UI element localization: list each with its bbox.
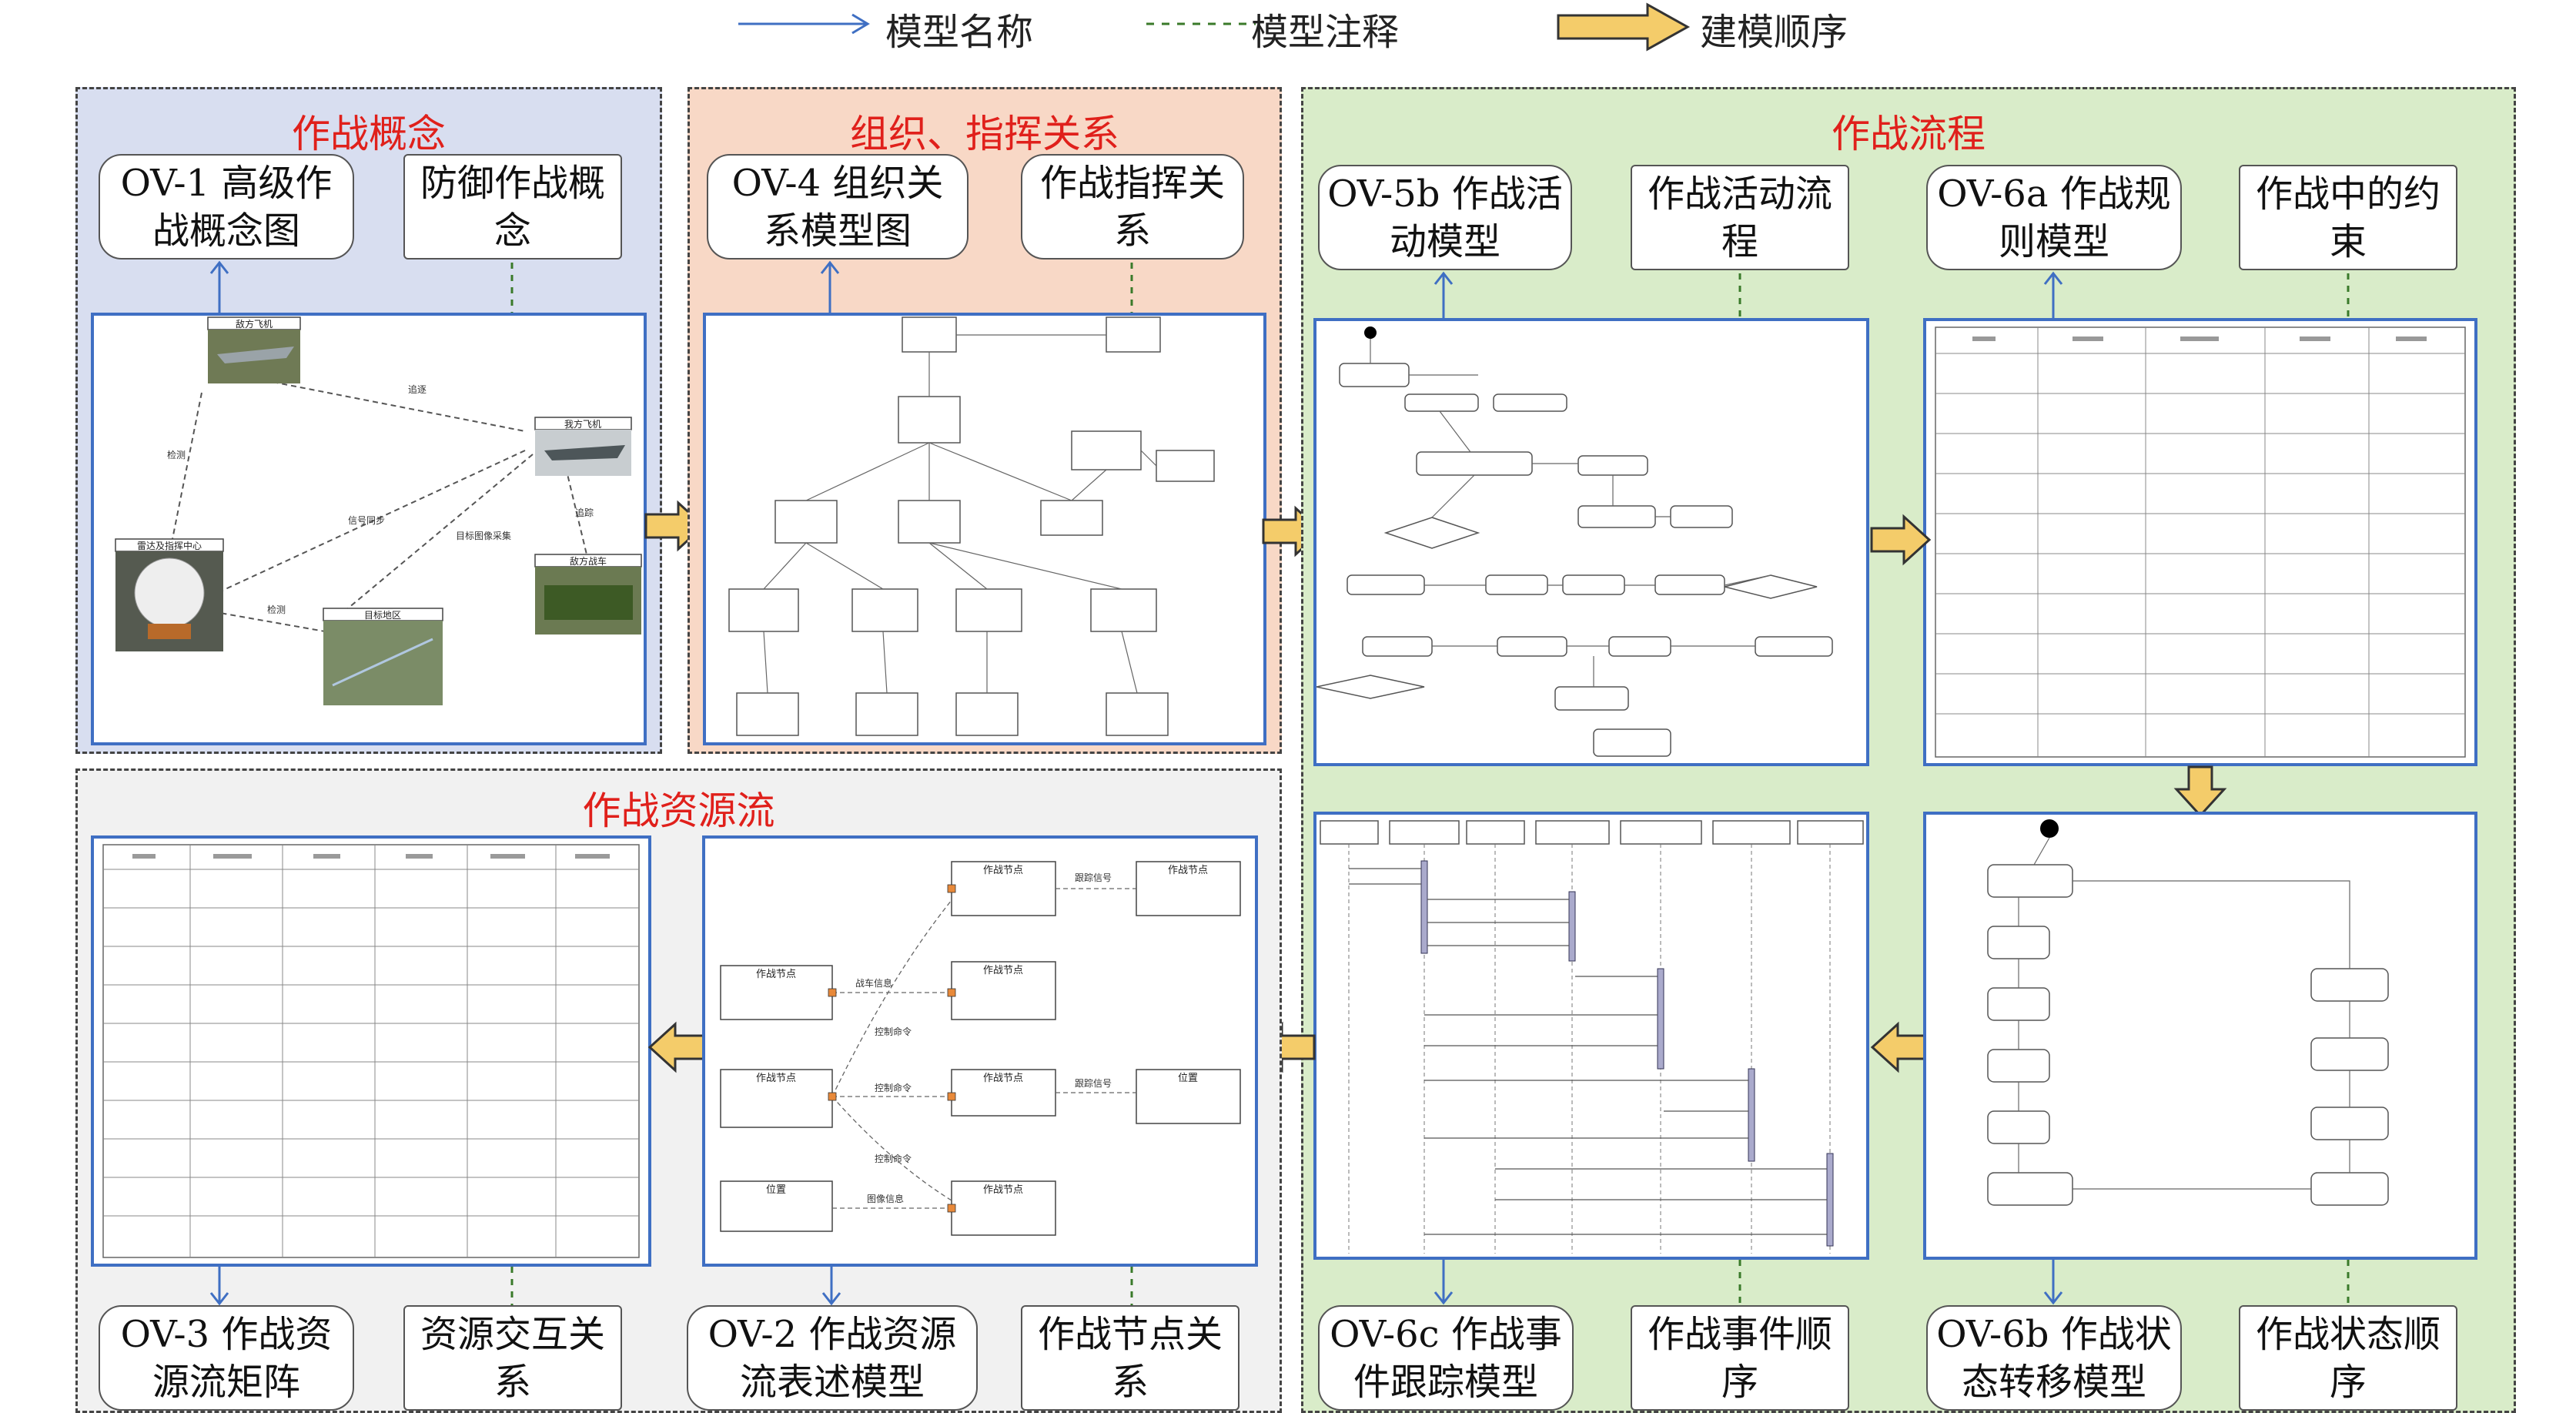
label-command-relation: 作战指挥关系 xyxy=(1021,154,1244,259)
ov6b-state-diagram xyxy=(1923,812,2477,1260)
label-ov2: OV-2 作战资源流表述模型 xyxy=(687,1305,978,1411)
label-event-sequence: 作战事件顺序 xyxy=(1631,1305,1849,1411)
connector-ov6c xyxy=(1434,1260,1454,1305)
group-title: 作战概念 xyxy=(292,112,446,156)
ov2-edge-cmd: 控制命令 xyxy=(875,1153,912,1164)
note-resource-interaction xyxy=(510,1267,514,1305)
group-title: 作战流程 xyxy=(1832,112,1986,156)
label-ov6a: OV-6a 作战规则模型 xyxy=(1926,165,2182,270)
ov2-position-label: 位置 xyxy=(1178,1073,1198,1084)
label-ov3: OV-3 作战资源流矩阵 xyxy=(99,1305,354,1411)
label-constraints: 作战中的约束 xyxy=(2239,165,2457,270)
ov6c-sequence-diagram xyxy=(1313,812,1869,1260)
ov2-node-label: 作战节点 xyxy=(756,969,796,980)
ov1-edge-collect: 目标图像采集 xyxy=(456,530,511,541)
label-ov4: OV-4 组织关系模型图 xyxy=(707,154,969,259)
legend-modeling-order: 建模顺序 xyxy=(1700,11,1848,54)
label-ov5b: OV-5b 作战活动模型 xyxy=(1318,165,1572,270)
ov2-node-label: 作战节点 xyxy=(983,965,1023,976)
connector-ov4 xyxy=(820,260,840,316)
legend-order-arrow xyxy=(1557,2,1691,52)
ov2-resource-flow-diagram: 作战节点 作战节点 位置 作战节点 作战节点 作战节点 作战节点 作战节点 位置… xyxy=(702,835,1258,1267)
connector-ov6a xyxy=(2043,271,2063,321)
ov2-edge-track: 跟踪信号 xyxy=(1075,1078,1112,1089)
ov1-edge-detect: 检测 xyxy=(167,449,186,460)
connector-ov6b xyxy=(2043,1260,2063,1305)
note-constraints xyxy=(2347,273,2350,321)
legend-model-name: 模型名称 xyxy=(885,11,1034,54)
ov1-enemy-vehicle-label: 敌方战车 xyxy=(570,555,607,567)
ov6a-rule-table xyxy=(1923,318,2477,766)
note-command xyxy=(1130,263,1133,316)
group-title: 作战资源流 xyxy=(582,789,775,833)
ov1-edge-track: 追逐 xyxy=(408,383,427,395)
ov1-edge-sync: 信号同步 xyxy=(348,515,385,526)
legend-model-name-arrow xyxy=(738,13,870,35)
ov5b-activity-diagram xyxy=(1313,318,1869,766)
ov2-node-label: 作战节点 xyxy=(983,1073,1023,1084)
ov2-position-label: 位置 xyxy=(766,1184,786,1196)
ov2-node-label: 作战节点 xyxy=(1168,865,1208,876)
note-event-seq xyxy=(1738,1260,1741,1303)
order-arrow-3 xyxy=(1870,514,1932,566)
note-activity-flow xyxy=(1738,273,1741,321)
legend-model-note-line xyxy=(1146,22,1256,25)
note-defense xyxy=(510,263,514,316)
label-node-relation: 作战节点关系 xyxy=(1021,1305,1239,1411)
note-node-relation xyxy=(1130,1267,1133,1305)
ov1-target-area-label: 目标地区 xyxy=(364,610,401,621)
group-title: 组织、指挥关系 xyxy=(850,112,1119,156)
connector-ov3 xyxy=(209,1267,229,1306)
ov1-edge-follow: 追踪 xyxy=(575,507,594,518)
order-arrow-4 xyxy=(2173,765,2227,818)
ov2-edge-image: 图像信息 xyxy=(867,1193,904,1204)
ov1-enemy-aircraft-label: 敌方飞机 xyxy=(236,318,273,330)
ov2-edge-track: 跟踪信号 xyxy=(1075,872,1112,883)
connector-ov5b xyxy=(1434,271,1454,321)
ov4-organization-diagram xyxy=(703,313,1266,745)
label-ov6b: OV-6b 作战状态转移模型 xyxy=(1926,1305,2182,1411)
ov2-node-label: 作战节点 xyxy=(983,1184,1023,1196)
ov2-node-label: 作战节点 xyxy=(756,1073,796,1084)
label-defense-concept: 防御作战概念 xyxy=(403,154,622,259)
ov1-concept-diagram: 敌方飞机 我方飞机 雷达及指挥中心 敌方战车 目标地区 追逐 检测 信号同步 目… xyxy=(91,313,647,745)
note-state-seq xyxy=(2347,1260,2350,1303)
label-ov6c: OV-6c 作战事件跟踪模型 xyxy=(1318,1305,1574,1411)
order-arrow-7 xyxy=(647,1021,709,1073)
label-state-sequence: 作战状态顺序 xyxy=(2239,1305,2457,1411)
ov1-our-aircraft-label: 我方飞机 xyxy=(564,418,601,430)
ov2-edge-cmd: 控制命令 xyxy=(875,1026,912,1037)
label-activity-flow: 作战活动流程 xyxy=(1631,165,1849,270)
connector-ov2 xyxy=(821,1267,841,1306)
ov2-edge-cmd: 控制命令 xyxy=(875,1082,912,1093)
ov1-edge-detect2: 检测 xyxy=(267,604,286,615)
ov2-node-label: 作战节点 xyxy=(983,865,1023,876)
legend-model-note: 模型注释 xyxy=(1251,11,1400,54)
ov3-resource-matrix xyxy=(91,835,651,1267)
ov1-radar-center-label: 雷达及指挥中心 xyxy=(137,540,202,551)
label-resource-interaction: 资源交互关系 xyxy=(403,1305,622,1411)
label-ov1: OV-1 高级作战概念图 xyxy=(99,154,354,259)
ov2-edge-combat: 战车信息 xyxy=(855,977,892,989)
connector-ov1 xyxy=(209,260,229,316)
